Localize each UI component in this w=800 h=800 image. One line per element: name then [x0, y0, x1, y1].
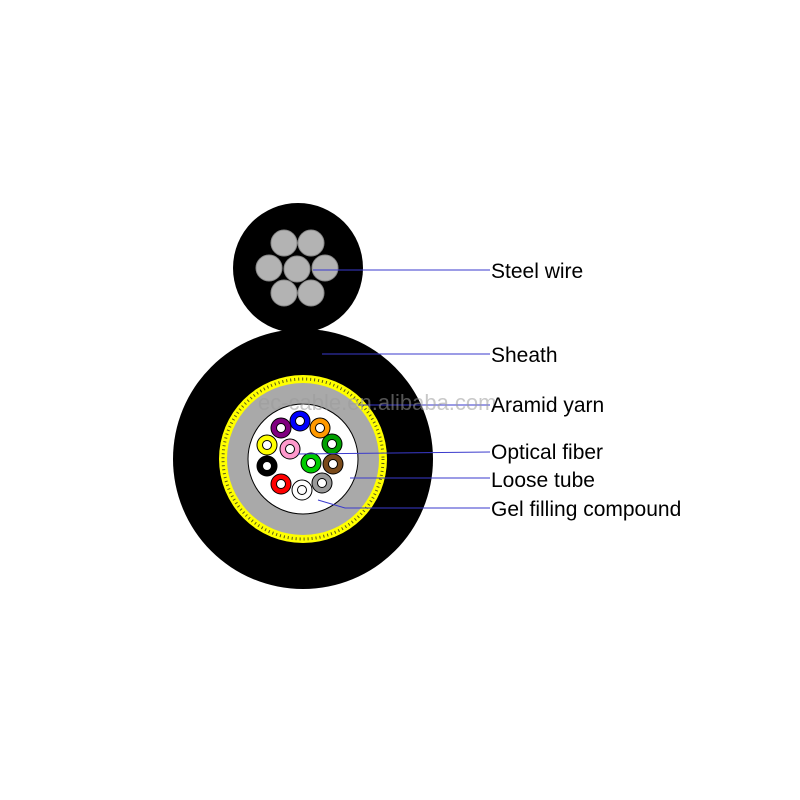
leader-line-optical-fiber — [297, 451, 491, 455]
optical-fiber-blue — [289, 410, 311, 432]
steel-strand — [270, 279, 298, 307]
optical-fiber-orange — [309, 417, 331, 439]
steel-strand — [297, 279, 325, 307]
leader-lines — [297, 269, 491, 509]
callout-labels: Steel wire Sheath Aramid yarn Optical fi… — [491, 260, 681, 521]
label-sheath: Sheath — [491, 344, 558, 367]
label-loose-tube: Loose tube — [491, 469, 595, 492]
watermark-text: ec-cable.en.alibaba.com — [258, 390, 496, 415]
optical-fiber-white — [291, 479, 313, 501]
messenger-unit — [233, 203, 363, 333]
optical-fiber-grey — [311, 472, 333, 494]
label-optical-fiber: Optical fiber — [491, 441, 603, 464]
optical-fiber-green — [321, 433, 343, 455]
steel-strand — [283, 255, 311, 283]
optical-fiber-red — [270, 473, 292, 495]
leader-line-gel-filling — [317, 499, 490, 509]
steel-strand — [311, 254, 339, 282]
optical-fiber-pink — [279, 438, 301, 460]
steel-wire-strands — [255, 229, 339, 307]
steel-strand — [297, 229, 325, 257]
optical-fiber-light-green — [300, 452, 322, 474]
optical-fiber-black — [256, 455, 278, 477]
optical-fibers — [256, 410, 344, 501]
aramid-yarn-pattern — [221, 377, 385, 541]
optical-fiber-yellow — [256, 434, 278, 456]
optical-fiber-brown — [322, 453, 344, 475]
optical-fiber-purple — [270, 417, 292, 439]
label-gel-filling-compound: Gel filling compound — [491, 498, 681, 521]
steel-strand — [255, 254, 283, 282]
label-steel-wire: Steel wire — [491, 260, 583, 283]
main-cable-unit — [173, 329, 433, 589]
steel-strand — [270, 229, 298, 257]
label-aramid-yarn: Aramid yarn — [491, 394, 604, 417]
